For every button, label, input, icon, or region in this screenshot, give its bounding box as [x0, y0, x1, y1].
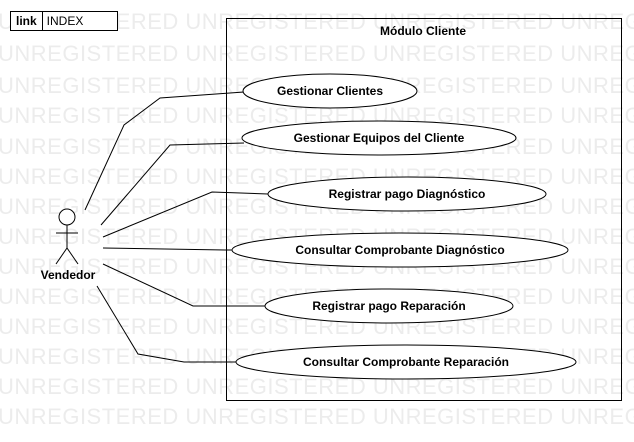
use-case-label: Gestionar Equipos del Cliente [293, 131, 465, 145]
actor-label: Vendedor [40, 268, 96, 282]
association-consultar-comprobante-diagnostico[interactable] [102, 247, 238, 251]
tab-name-label: INDEX [46, 14, 84, 28]
use-case-ellipses [231, 73, 577, 380]
association-registrar-pago-diagnostico[interactable] [102, 191, 269, 238]
use-case-ellipse-registrar-pago-diagnostico[interactable] [267, 176, 547, 212]
use-case-label: Consultar Comprobante Diagnóstico [295, 243, 505, 257]
tab-kind-label: link [11, 12, 43, 30]
stick-figure-icon[interactable] [55, 208, 79, 265]
association-registrar-pago-reparacion[interactable] [102, 263, 268, 307]
associations [84, 91, 269, 363]
association-consultar-comprobante-reparacion[interactable] [96, 285, 236, 363]
use-case-label: Consultar Comprobante Reparación [302, 355, 510, 369]
association-gestionar-equipos[interactable] [100, 142, 245, 226]
use-case-ellipse-gestionar-clientes[interactable] [242, 73, 418, 109]
diagram-tab[interactable]: link INDEX [10, 11, 118, 31]
use-case-ellipse-consultar-comprobante-diagnostico[interactable] [231, 232, 569, 268]
use-case-label: Gestionar Clientes [276, 84, 384, 98]
association-gestionar-clientes[interactable] [84, 91, 245, 211]
use-case-ellipse-consultar-comprobante-reparacion[interactable] [235, 344, 577, 380]
system-boundary-title: Módulo Cliente [380, 24, 466, 38]
use-case-label: Registrar pago Reparación [312, 299, 466, 313]
use-case-label: Registrar pago Diagnóstico [328, 187, 486, 201]
system-boundary[interactable] [226, 18, 622, 401]
use-case-ellipse-gestionar-equipos[interactable] [241, 120, 517, 156]
use-case-ellipse-registrar-pago-reparacion[interactable] [264, 288, 514, 324]
